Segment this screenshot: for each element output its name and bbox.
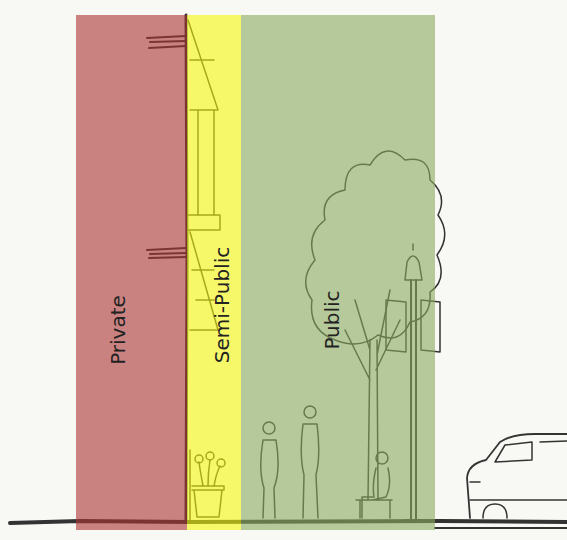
semi-public-band: Semi-Public (187, 15, 241, 530)
car-window (495, 441, 567, 462)
band-label: Semi-Public (210, 247, 234, 363)
curb-line (435, 527, 567, 529)
band-label: Public (320, 290, 344, 349)
car-trim (470, 482, 567, 500)
car-wheel (483, 504, 507, 518)
public-band: Public (241, 15, 435, 530)
band-label: Private (106, 295, 130, 365)
private-band: Private (76, 15, 187, 530)
car-body (467, 434, 567, 518)
